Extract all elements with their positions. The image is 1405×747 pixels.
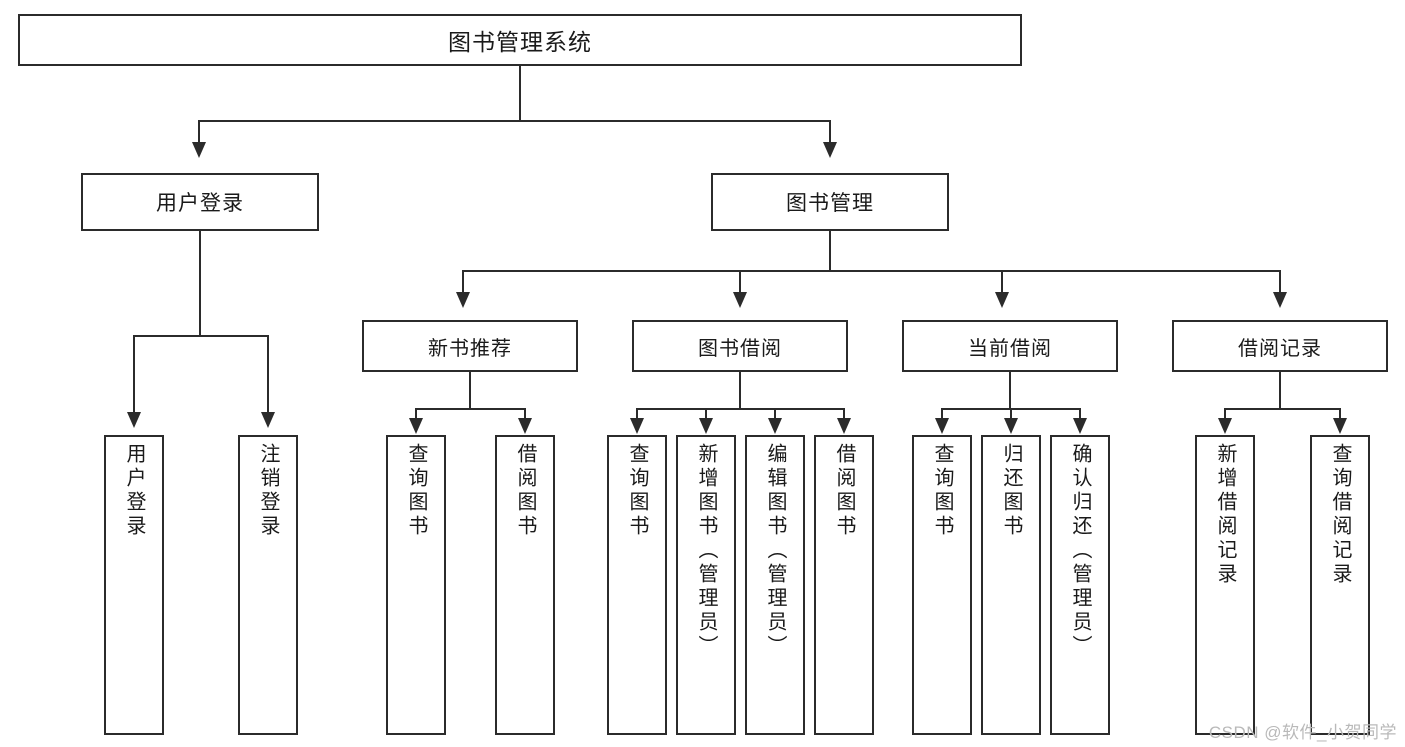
connector-bb-to-add-book [705,408,707,420]
leaf-label: 用户登录 [123,443,145,539]
connector-bb-to-edit-book [774,408,776,420]
node-root-system[interactable]: 图书管理系统 [18,14,1022,66]
connector-bb-to-borrow-book [843,408,845,420]
connector-book-manage-stem [829,231,831,271]
connector-cb-to-query-book [941,408,943,420]
connector-bb-to-query-book [636,408,638,420]
connector-to-current-borrow [1001,270,1003,295]
node-book-borrow[interactable]: 图书借阅 [632,320,848,372]
node-label: 用户登录 [156,192,244,215]
node-user-login[interactable]: 用户登录 [81,173,319,231]
leaf-user-login-logout[interactable]: 注销登录 [238,435,298,735]
leaf-label: 借阅图书 [514,443,536,539]
connector-br-to-query-record [1339,408,1341,420]
connector-borrow-record-bus [1224,408,1340,410]
leaf-label: 查询图书 [931,443,953,539]
leaf-label: 编辑图书（管理员） [764,443,786,659]
node-label: 图书借阅 [698,337,782,360]
node-label: 借阅记录 [1238,337,1322,360]
arrowhead-to-book-borrow [733,292,747,308]
leaf-bb-add-book-admin[interactable]: 新增图书（管理员） [676,435,736,735]
connector-root-to-user-login [198,120,200,145]
connector-root-bus [198,120,831,122]
node-label: 图书管理 [786,192,874,215]
leaf-label: 新增图书（管理员） [695,443,717,659]
arrowhead-cb-to-query-book [935,418,949,434]
node-label: 图书管理系统 [448,29,592,55]
leaf-bb-query-book[interactable]: 查询图书 [607,435,667,735]
arrowhead-nbr-to-borrow-book [518,418,532,434]
arrowhead-cb-to-confirm-return [1073,418,1087,434]
arrowhead-bb-to-edit-book [768,418,782,434]
arrowhead-br-to-add-record [1218,418,1232,434]
arrowhead-to-new-book-recommend [456,292,470,308]
arrowhead-br-to-query-record [1333,418,1347,434]
arrowhead-bb-to-borrow-book [837,418,851,434]
leaf-bb-borrow-book[interactable]: 借阅图书 [814,435,874,735]
leaf-nbr-query-book[interactable]: 查询图书 [386,435,446,735]
leaf-label: 注销登录 [257,443,279,539]
connector-nbr-to-query-book [415,408,417,420]
leaf-label: 新增借阅记录 [1214,443,1236,587]
connector-nbr-to-borrow-book [524,408,526,420]
leaf-label: 查询借阅记录 [1329,443,1351,587]
connector-br-to-add-record [1224,408,1226,420]
leaf-user-login-login[interactable]: 用户登录 [104,435,164,735]
node-label: 当前借阅 [968,337,1052,360]
connector-cb-to-return-book [1010,408,1012,420]
connector-user-login-to-logout [267,335,269,415]
connector-to-book-borrow [739,270,741,295]
arrowhead-to-borrow-record [1273,292,1287,308]
arrowhead-to-current-borrow [995,292,1009,308]
node-label: 新书推荐 [428,337,512,360]
leaf-label: 归还图书 [1000,443,1022,539]
leaf-cb-confirm-return-admin[interactable]: 确认归还（管理员） [1050,435,1110,735]
connector-new-book-recommend-bus [415,408,525,410]
arrowhead-user-login-to-login [127,412,141,428]
connector-book-borrow-bus [636,408,844,410]
leaf-br-query-record[interactable]: 查询借阅记录 [1310,435,1370,735]
leaf-label: 借阅图书 [833,443,855,539]
connector-root-to-book-manage [829,120,831,145]
arrowhead-bb-to-query-book [630,418,644,434]
leaf-label: 查询图书 [405,443,427,539]
connector-new-book-recommend-stem [469,372,471,409]
leaf-nbr-borrow-book[interactable]: 借阅图书 [495,435,555,735]
connector-user-login-to-login [133,335,135,415]
leaf-cb-query-book[interactable]: 查询图书 [912,435,972,735]
leaf-cb-return-book[interactable]: 归还图书 [981,435,1041,735]
leaf-label: 确认归还（管理员） [1069,443,1091,659]
arrowhead-user-login-to-logout [261,412,275,428]
connector-current-borrow-stem [1009,372,1011,409]
connector-root-stem [519,66,521,121]
connector-to-borrow-record [1279,270,1281,295]
arrowhead-bb-to-add-book [699,418,713,434]
leaf-bb-edit-book-admin[interactable]: 编辑图书（管理员） [745,435,805,735]
arrowhead-root-to-book-manage [823,142,837,158]
connector-borrow-record-stem [1279,372,1281,409]
node-current-borrow[interactable]: 当前借阅 [902,320,1118,372]
connector-cb-to-confirm-return [1079,408,1081,420]
arrowhead-cb-to-return-book [1004,418,1018,434]
arrowhead-root-to-user-login [192,142,206,158]
node-book-management[interactable]: 图书管理 [711,173,949,231]
node-borrow-record[interactable]: 借阅记录 [1172,320,1388,372]
connector-user-login-bus [133,335,268,337]
arrowhead-nbr-to-query-book [409,418,423,434]
leaf-label: 查询图书 [626,443,648,539]
connector-to-new-book-recommend [462,270,464,295]
connector-user-login-stem [199,231,201,336]
connector-book-manage-bus [462,270,1279,272]
leaf-br-add-record[interactable]: 新增借阅记录 [1195,435,1255,735]
connector-book-borrow-stem [739,372,741,409]
node-new-book-recommend[interactable]: 新书推荐 [362,320,578,372]
